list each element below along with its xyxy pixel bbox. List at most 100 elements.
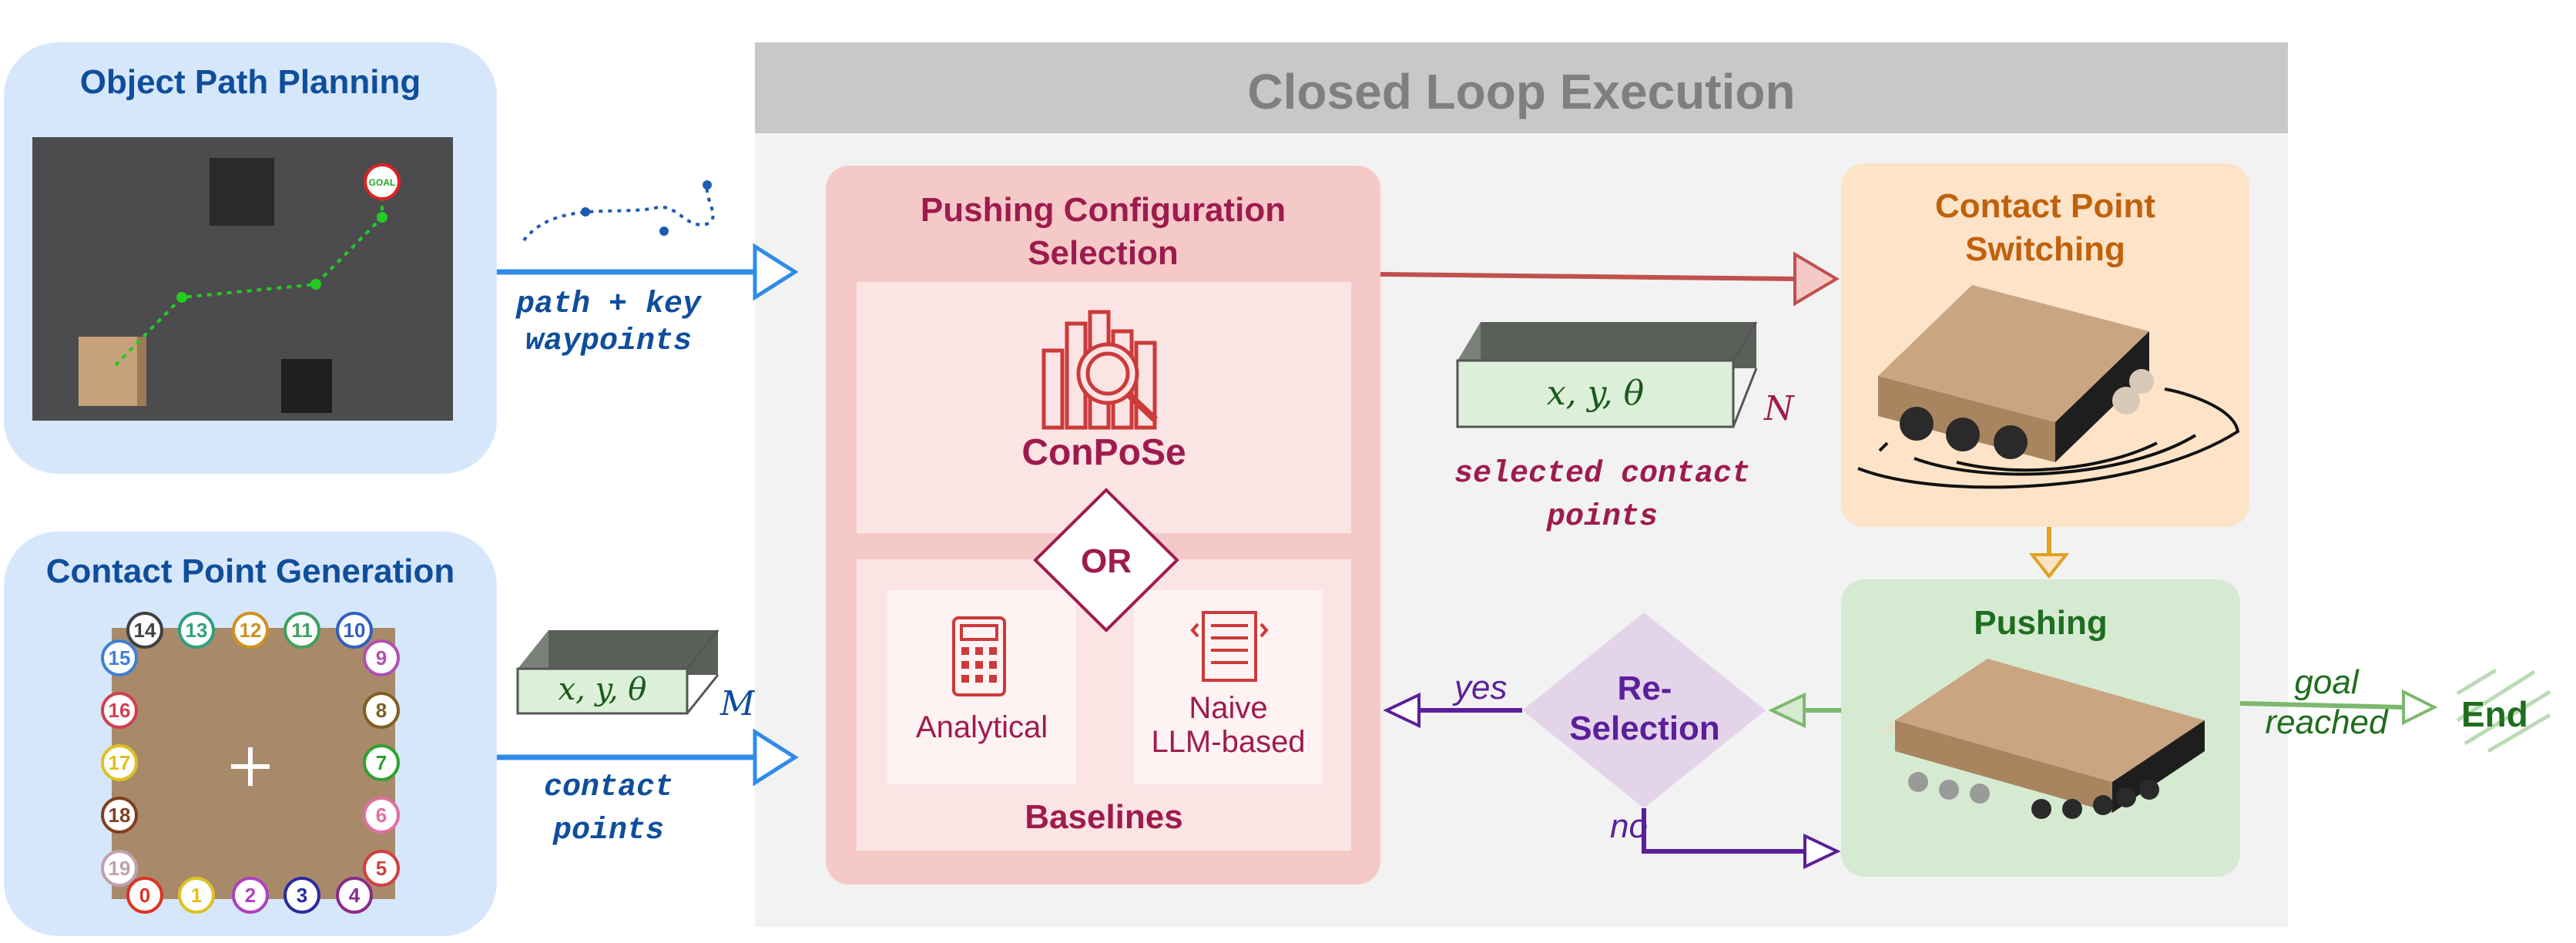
path-waypoints-label: path + key waypoints <box>493 287 724 361</box>
planned-path <box>114 185 384 367</box>
contact-switching-title-line2: Switching <box>1965 230 2125 268</box>
waypoint-sketch <box>522 180 715 242</box>
goal-marker <box>364 163 401 200</box>
goal-reached-label: goal reached <box>2249 663 2403 743</box>
contact-point-marker <box>336 612 373 649</box>
contact-label-line1: contact <box>543 770 674 805</box>
path-label-line1: path + key <box>515 287 702 322</box>
contact-points-label: contact points <box>493 767 724 853</box>
contact-point-number: 8 <box>376 699 387 722</box>
contact-point-number: 13 <box>186 619 208 642</box>
contact-point-number: 3 <box>297 884 307 907</box>
contact-point-marker <box>363 850 400 887</box>
contact-point-marker <box>101 639 138 676</box>
contact-switching-title: Contact Point Switching <box>1841 185 2249 271</box>
selected-label-line2: points <box>1546 500 1659 535</box>
n-symbol: N <box>1764 389 1794 428</box>
contact-point-number: 16 <box>109 699 131 722</box>
reselection-label: Re- Selection <box>1556 669 1733 749</box>
llm-card <box>1134 590 1323 784</box>
pushing-title: Pushing <box>1974 604 2108 642</box>
contact-point-number: 0 <box>139 884 150 907</box>
yes-label: yes <box>1454 669 1508 706</box>
contact-point-marker <box>101 850 138 887</box>
contact-point-number: 19 <box>109 857 131 880</box>
contact-point-marker <box>283 612 320 649</box>
selected-points-label: selected contact points <box>1433 453 1772 539</box>
contact-switching-title-line1: Contact Point <box>1935 187 2155 225</box>
contact-point-number: 6 <box>376 804 387 827</box>
contact-point-number: 7 <box>376 751 387 774</box>
pushing-config-title: Pushing Configuration Selection <box>826 189 1380 275</box>
reselection-line1: Re- <box>1617 669 1672 707</box>
path-label-line2: waypoints <box>525 324 693 359</box>
llm-label-line1: Naive <box>1189 691 1268 725</box>
reselection-line2: Selection <box>1569 710 1720 747</box>
contact-point-marker <box>232 877 269 914</box>
no-label: no <box>1610 807 1648 845</box>
contact-point-generation-title: Contact Point Generation <box>45 552 455 590</box>
start-box <box>79 337 146 406</box>
contact-point-number: 9 <box>376 646 387 669</box>
contact-point-number: 4 <box>349 884 361 907</box>
contact-point-number: 2 <box>245 884 256 907</box>
or-label: OR <box>1081 542 1132 580</box>
m-symbol: M <box>720 684 756 723</box>
contact-point-marker <box>126 612 163 649</box>
contact-point-marker <box>101 744 138 781</box>
obstacle-block <box>281 359 332 413</box>
contact-point-marker <box>178 877 215 914</box>
analytical-label: Analytical <box>915 710 1048 744</box>
contact-point-marker <box>363 744 400 781</box>
contact-point-marker <box>178 612 215 649</box>
contact-point-marker <box>363 797 400 834</box>
goal-label-line1: goal <box>2294 663 2359 701</box>
object-path-planning-title: Object Path Planning <box>79 63 421 101</box>
obstacle-block <box>210 158 274 226</box>
contact-point-marker <box>232 612 269 649</box>
contact-point-number: 14 <box>134 619 156 642</box>
contact-point-marker <box>101 692 138 729</box>
svg-text:GOAL: GOAL <box>369 177 396 188</box>
goal-label-line2: reached <box>2265 703 2388 741</box>
contact-point-marker <box>101 797 138 834</box>
analytical-card <box>887 590 1076 784</box>
contact-point-marker <box>283 877 320 914</box>
object-top-view <box>112 628 395 899</box>
contact-point-number: 5 <box>376 857 387 880</box>
closed-loop-title: Closed Loop Execution <box>1247 64 1796 119</box>
llm-label-line2: LLM-based <box>1151 725 1306 759</box>
contact-point-marker <box>126 877 163 914</box>
contact-point-number: 15 <box>109 646 131 669</box>
baselines-label: Baselines <box>1025 798 1183 836</box>
contact-point-number: 12 <box>240 619 262 642</box>
contact-point-number: 11 <box>291 619 313 642</box>
end-label: End <box>2461 694 2528 734</box>
contact-point-marker <box>336 877 373 914</box>
contact-label-line2: points <box>552 814 665 848</box>
contact-point-number: 18 <box>109 804 131 827</box>
contact-point-number: 17 <box>109 751 131 774</box>
contact-point-number: 1 <box>191 884 202 907</box>
llm-label: Naive LLM-based <box>1134 691 1323 759</box>
contact-point-marker <box>363 692 400 729</box>
pushing-config-title-line2: Selection <box>1028 234 1179 272</box>
contact-point-number: 10 <box>344 619 366 642</box>
n-tuple-text: x, y, θ <box>1546 374 1645 413</box>
m-tuple-text: x, y, θ <box>558 672 647 707</box>
pushing-config-title-line1: Pushing Configuration <box>920 191 1286 229</box>
conpose-label: ConPoSe <box>1021 432 1186 473</box>
